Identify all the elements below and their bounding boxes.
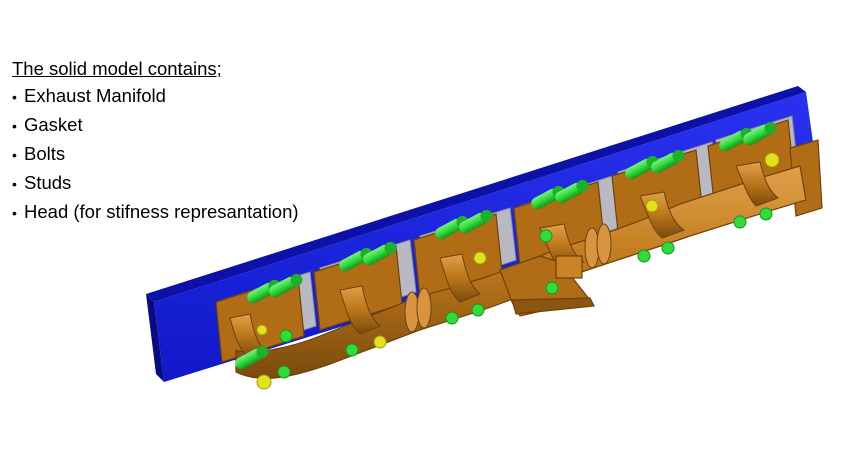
list-item-label: Gasket: [24, 114, 83, 135]
list-item: • Studs: [12, 169, 299, 198]
list-item-label: Bolts: [24, 143, 66, 164]
list-heading: The solid model contains;: [12, 58, 222, 79]
bullet-icon: •: [12, 147, 17, 163]
list-item: • Head (for stifness represantation): [12, 198, 299, 227]
list-item-label: Exhaust Manifold: [24, 85, 166, 106]
list-item-label: Head (for stifness represantation): [24, 201, 299, 222]
list-item: • Bolts: [12, 140, 299, 169]
bullet-icon: •: [12, 118, 17, 134]
bolt: [555, 179, 589, 204]
list-item: • Gasket: [12, 111, 299, 140]
bullet-icon: •: [12, 205, 17, 221]
model-contents-list: The solid model contains; • Exhaust Manif…: [12, 55, 299, 227]
bullet-icon: •: [12, 176, 17, 192]
bullet-icon: •: [12, 89, 17, 105]
bolt: [269, 273, 303, 298]
component-list: •Exhaust Manifold •Gasket •Bolts •Studs …: [12, 82, 299, 227]
bolts: [235, 121, 777, 370]
bolt: [235, 345, 269, 370]
studs: [256, 152, 780, 390]
bolt: [651, 149, 685, 174]
bolt: [743, 121, 777, 146]
list-item: • Exhaust Manifold: [12, 82, 299, 111]
bolt: [363, 241, 397, 266]
list-item-label: Studs: [24, 172, 72, 193]
bolt: [459, 209, 493, 234]
